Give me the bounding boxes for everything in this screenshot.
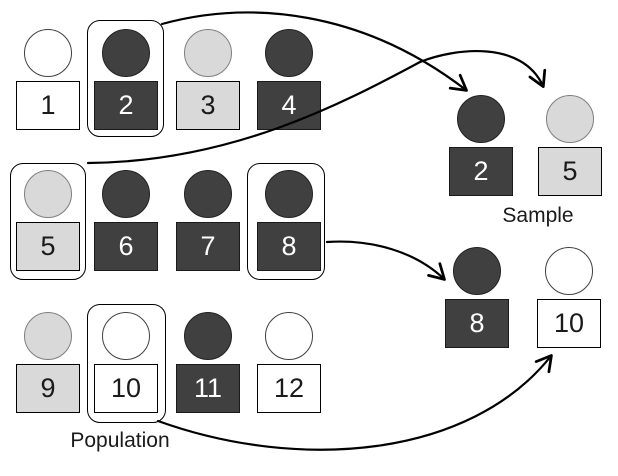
population-figure-2: 2 [94,29,158,130]
person-head-icon [184,29,232,77]
person-number: 8 [445,299,509,348]
sample-figure-2: 2 [449,95,513,196]
selection-outline-5 [10,163,86,280]
sample-figure-10: 10 [537,247,601,348]
person-number: 3 [176,81,240,130]
person-number: 7 [176,222,240,271]
person-head-icon [184,170,232,218]
person-head-icon [102,312,150,360]
person-head-icon [545,247,593,295]
person-head-icon [24,29,72,77]
population-figure-5: 5 [16,170,80,271]
person-number: 5 [538,147,602,196]
person-head-icon [24,170,72,218]
person-number: 1 [16,81,80,130]
person-number: 4 [257,81,321,130]
person-number: 11 [176,364,240,413]
sample-label: Sample [502,204,574,227]
person-head-icon [457,95,505,143]
person-number: 10 [537,299,601,348]
person-head-icon [265,29,313,77]
person-number: 6 [94,222,158,271]
person-head-icon [102,29,150,77]
population-figure-9: 9 [16,312,80,413]
person-number: 2 [449,147,513,196]
population-figure-4: 4 [257,29,321,130]
person-number: 5 [16,222,80,271]
population-figure-12: 12 [257,312,321,413]
person-head-icon [24,312,72,360]
population-figure-1: 1 [16,29,80,130]
population-figure-6: 6 [94,170,158,271]
person-head-icon [184,312,232,360]
population-figure-8: 8 [257,170,321,271]
population-figure-3: 3 [176,29,240,130]
person-head-icon [102,170,150,218]
person-head-icon [265,312,313,360]
person-number: 12 [257,364,321,413]
person-head-icon [546,95,594,143]
arrow-population8-to-sample8 [325,240,446,281]
population-figure-10: 10 [94,312,158,413]
person-head-icon [265,170,313,218]
person-number: 2 [94,81,158,130]
sample-figure-5: 5 [538,95,602,196]
person-number: 8 [257,222,321,271]
sample-figure-8: 8 [445,247,509,348]
population-figure-7: 7 [176,170,240,271]
population-label: Population [70,429,170,452]
person-head-icon [453,247,501,295]
person-number: 9 [16,364,80,413]
population-figure-11: 11 [176,312,240,413]
person-number: 10 [94,364,158,413]
